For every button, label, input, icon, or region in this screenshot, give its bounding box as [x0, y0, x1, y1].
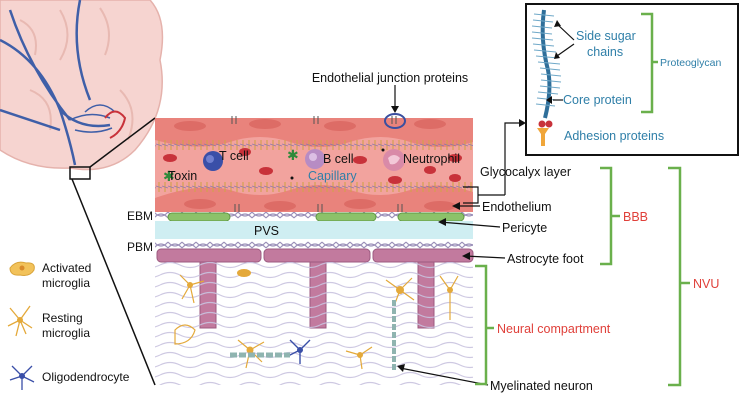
side-sugar-label-1: Side sugar	[576, 29, 636, 43]
legend-oligodendrocyte: Oligodendrocyte	[9, 365, 130, 390]
t-cell-label: T cell	[219, 149, 249, 163]
bbb-label: BBB	[623, 210, 648, 224]
endothelium-label: Endothelium	[482, 200, 552, 214]
neutrophil-label: Neutrophil	[403, 152, 460, 166]
neural-compartment-label: Neural compartment	[497, 322, 611, 336]
nvu-label: NVU	[693, 277, 719, 291]
nvu-bracket	[668, 166, 682, 387]
callout-lines	[399, 122, 523, 386]
junction-proteins-label: Endothelial junction proteins	[312, 71, 468, 85]
core-protein-label: Core protein	[563, 93, 632, 107]
legend: Activated microglia Resting microglia Ol…	[7, 261, 130, 390]
top-glycocalyx	[155, 140, 473, 150]
legend-resting-microglia: Resting microglia	[7, 305, 90, 340]
side-sugar-label-2: chains	[587, 45, 623, 59]
svg-text:Resting: Resting	[42, 311, 83, 325]
neural-compartment-area	[155, 262, 473, 385]
svg-text:microglia: microglia	[42, 326, 90, 340]
ebm-label: EBM	[127, 209, 153, 223]
junction-highlight	[384, 113, 406, 129]
capillary-label: Capillary	[308, 169, 357, 183]
legend-activated-microglia: Activated microglia	[9, 261, 91, 290]
microglia-cells	[174, 274, 459, 370]
ebm-layer	[155, 212, 473, 221]
toxin-star-icon: ✱	[163, 168, 175, 184]
endothelial-nuclei	[174, 119, 456, 211]
adhesion-protein-icon	[537, 128, 549, 146]
top-endothelium	[155, 118, 473, 147]
svg-text:Activated: Activated	[42, 261, 91, 275]
toxin-label: Toxin	[168, 169, 197, 183]
bottom-glycocalyx	[155, 182, 473, 192]
callout-arrowheads	[397, 119, 526, 372]
adhesion-proteins-label: Adhesion proteins	[564, 129, 664, 143]
microglia-bodies	[187, 269, 453, 358]
glycocalyx-label: Glycocalyx layer	[480, 165, 571, 179]
red-blood-cells	[163, 148, 462, 184]
proteoglycan-inset: Side sugar chains Core protein Adhesion …	[525, 3, 739, 156]
neural-compartment-bracket	[475, 264, 488, 386]
pbm-layer	[155, 239, 473, 249]
vessel-panel: ✱ ✱ T cell B cell Neutrophil Toxin Capil…	[155, 85, 474, 385]
resting-microglia-icon	[7, 305, 33, 337]
svg-text:microglia: microglia	[42, 276, 90, 290]
b-cell-label: B cell	[323, 152, 354, 166]
oligodendrocyte-icon	[9, 365, 35, 390]
pbm-label: PBM	[127, 240, 153, 254]
oligodendrocyte-cells	[287, 339, 311, 364]
zoom-box	[69, 166, 91, 180]
pericyte-label: Pericyte	[502, 221, 547, 235]
svg-text:Oligodendrocyte: Oligodendrocyte	[42, 370, 130, 384]
myelinated-neuron-label: Myelinated neuron	[490, 379, 593, 393]
junction-markers	[231, 116, 403, 212]
pvs-layer	[155, 221, 473, 239]
astrocyte-foot-label: Astrocyte foot	[507, 252, 584, 266]
brain-illustration	[0, 0, 164, 386]
proteoglycan-label: Proteoglycan	[660, 57, 721, 69]
side-chains	[531, 13, 562, 107]
bbb-bracket	[600, 166, 613, 266]
toxin-star-icon-2: ✱	[287, 147, 299, 163]
pvs-label: PVS	[254, 224, 279, 238]
